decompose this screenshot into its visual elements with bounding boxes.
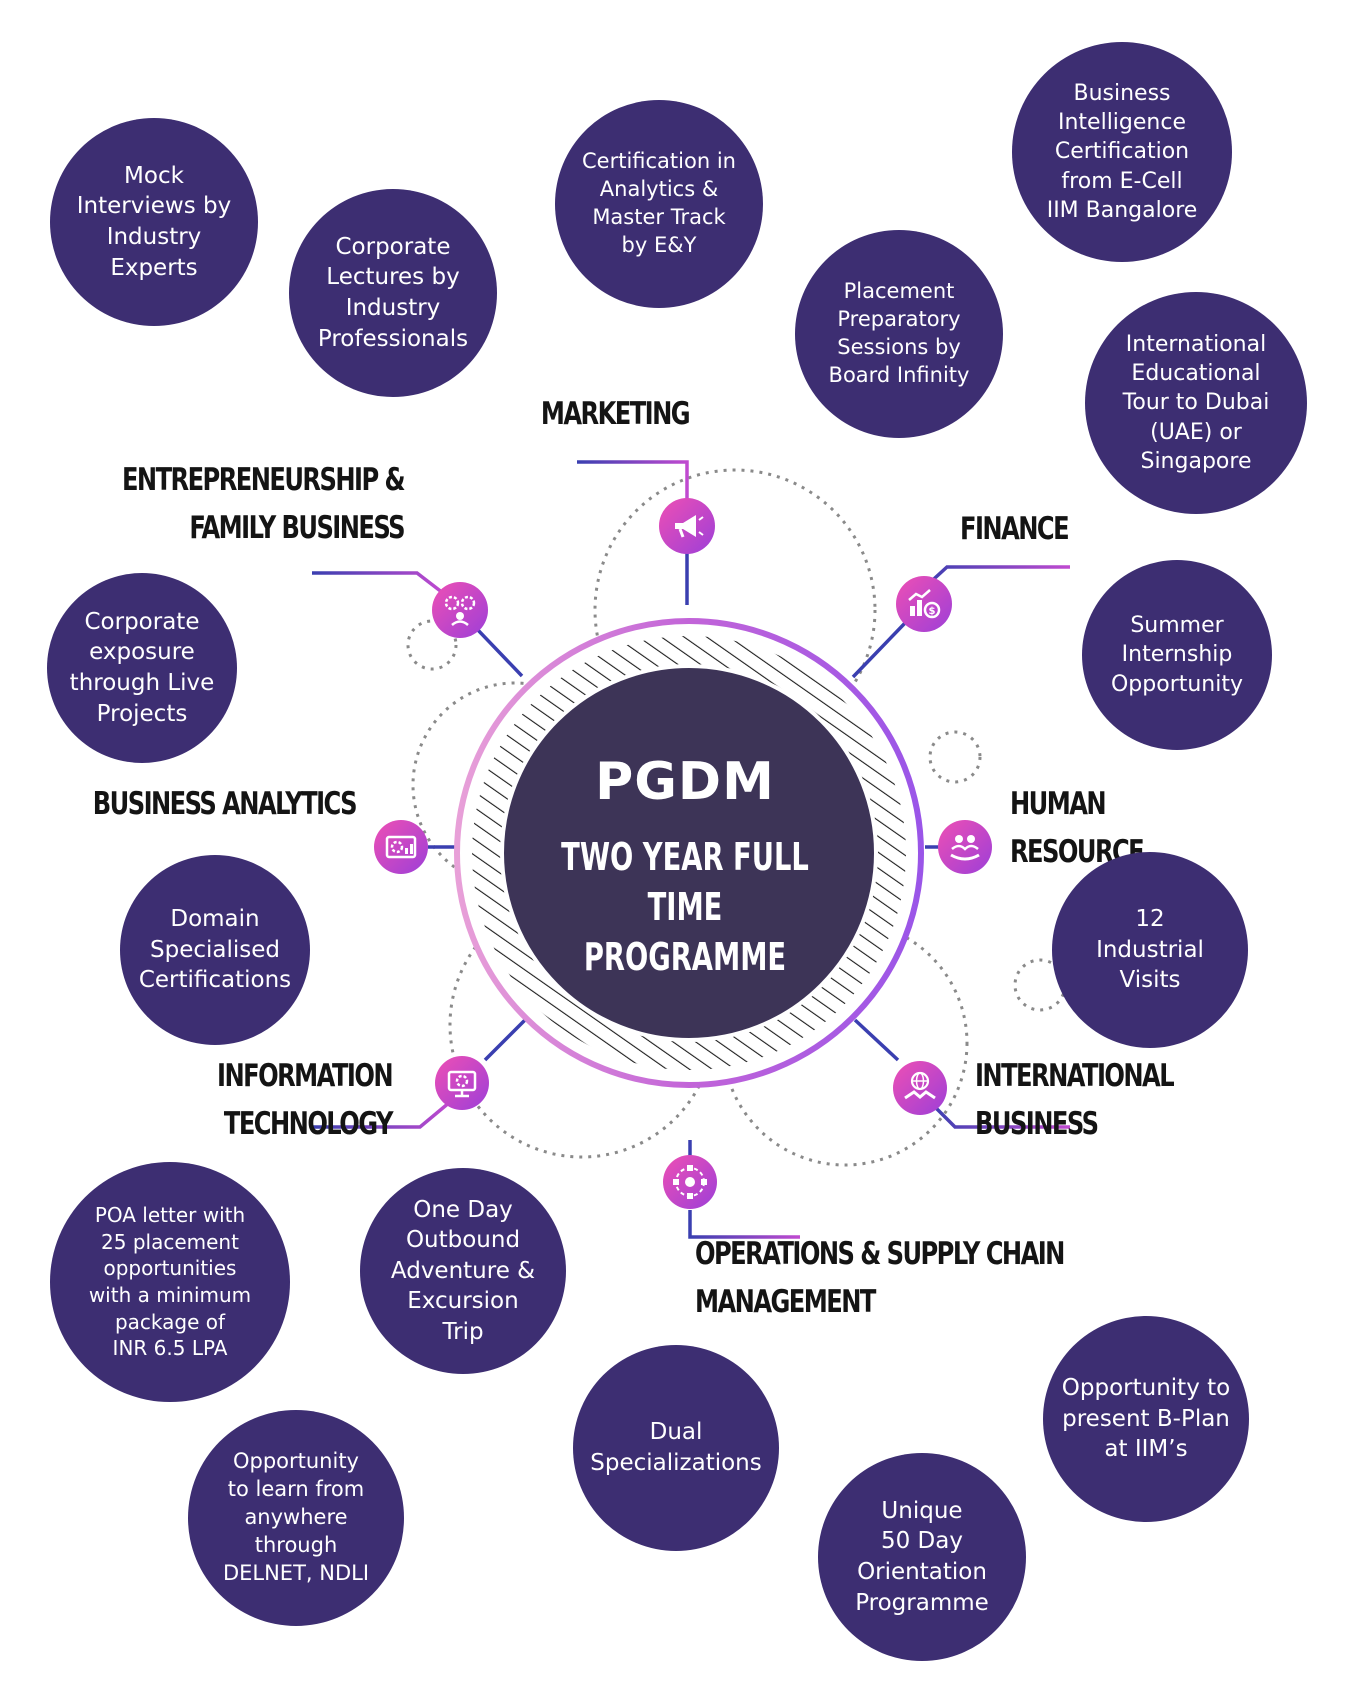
bubble-text: Business Intelligence Certification from… (1046, 80, 1198, 223)
finance-chart-icon: $ (896, 576, 952, 632)
bubble-outbound-trip: One Day Outbound Adventure & Excursion T… (360, 1168, 566, 1374)
bubble-text: 12 Industrial Visits (1096, 906, 1204, 994)
bubble-bplan: Opportunity to present B-Plan at IIM’s (1043, 1316, 1249, 1522)
line-international-business-spoke (853, 1018, 900, 1062)
bubble-text: Certification in Analytics & Master Trac… (582, 149, 736, 257)
center-disc (500, 664, 878, 1042)
line-operations (688, 1210, 800, 1239)
bubble-text: Corporate exposure through Live Projects (69, 608, 215, 727)
bubble-text: Opportunity to present B-Plan at IIM’s (1061, 1375, 1231, 1463)
bubble-text: One Day Outbound Adventure & Excursion T… (390, 1196, 536, 1345)
people-hand-icon (938, 820, 992, 874)
label-marketing: MARKETING (540, 396, 691, 432)
label-finance: FINANCE (960, 511, 1070, 547)
bubble-text: Dual Specializations (590, 1419, 762, 1476)
monitor-gear-icon (435, 1056, 489, 1110)
label-entrepreneurship: ENTREPRENEURSHIP & FAMILY BUSINESS (121, 462, 406, 547)
bubble-international-tour: International Educational Tour to Dubai … (1085, 292, 1307, 514)
dotted-circle-small (406, 619, 458, 671)
line-information-technology-spoke (483, 1018, 527, 1062)
bubble-domain-certifications: Domain Specialised Certifications (120, 855, 310, 1045)
dotted-circle (721, 919, 969, 1167)
line-entrepreneurship (312, 571, 445, 595)
icon-badges: $ (374, 498, 992, 1209)
globe-handshake-icon (893, 1061, 947, 1115)
bubble-text: Domain Specialised Certifications (138, 906, 292, 994)
bubble-text: Summer Internship Opportunity (1110, 613, 1244, 697)
line-finance-spoke (851, 620, 908, 679)
center-subtitle: TWO YEAR FULL TIME PROGRAMME (561, 835, 809, 980)
bubble-text: Corporate Lectures by Industry Professio… (317, 233, 469, 352)
bubble-text: Mock Interviews by Industry Experts (76, 162, 232, 281)
bubble-poa-letter: POA letter with 25 placement opportuniti… (50, 1162, 290, 1402)
bubble-industrial-visits: 12 Industrial Visits (1052, 852, 1248, 1048)
bubble-delnet: Opportunity to learn from anywhere throu… (188, 1410, 404, 1626)
bubble-bi-certification: Business Intelligence Certification from… (1012, 42, 1232, 262)
megaphone-icon (659, 498, 715, 554)
central-hub (454, 618, 924, 1088)
bubble-corporate-exposure: Corporate exposure through Live Projects (47, 573, 237, 763)
bubble-mock-interviews: Mock Interviews by Industry Experts (50, 118, 258, 326)
bubble-corporate-lectures: Corporate Lectures by Industry Professio… (289, 189, 497, 397)
bubble-text: POA letter with 25 placement opportuniti… (88, 1203, 252, 1361)
dotted-circle-small (928, 730, 982, 784)
bubble-summer-internship: Summer Internship Opportunity (1082, 560, 1272, 750)
bubble-dual-specializations: Dual Specializations (573, 1345, 779, 1551)
svg-text:$: $ (929, 606, 936, 617)
dotted-circle (593, 468, 877, 752)
bubble-text: Unique 50 Day Orientation Programme (855, 1497, 989, 1616)
label-information-technology: INFORMATION TECHNOLOGY (217, 1058, 394, 1143)
bubble-text: Opportunity to learn from anywhere throu… (222, 1449, 370, 1585)
bubble-text: International Educational Tour to Dubai … (1122, 331, 1270, 474)
label-business-analytics: BUSINESS ANALYTICS (92, 786, 358, 822)
label-international-business: INTERNATIONAL BUSINESS (975, 1058, 1175, 1143)
line-entrepreneurship-spoke (474, 626, 524, 678)
line-international-business (928, 1100, 1070, 1129)
line-information-technology (312, 1100, 452, 1129)
analytics-gear-icon (374, 820, 428, 874)
line-finance (922, 565, 1070, 590)
bubble-text: Placement Preparatory Sessions by Board … (828, 279, 970, 387)
bubble-placement-sessions: Placement Preparatory Sessions by Board … (795, 230, 1003, 438)
gears-people-icon (432, 582, 488, 638)
bubble-orientation: Unique 50 Day Orientation Programme (818, 1453, 1026, 1661)
label-operations: OPERATIONS & SUPPLY CHAIN MANAGEMENT (695, 1236, 1065, 1321)
bubble-certification-ey: Certification in Analytics & Master Trac… (555, 100, 763, 308)
network-globe-icon (663, 1155, 717, 1209)
connector-lines (309, 460, 1072, 1239)
center-title: PGDM (595, 752, 775, 812)
